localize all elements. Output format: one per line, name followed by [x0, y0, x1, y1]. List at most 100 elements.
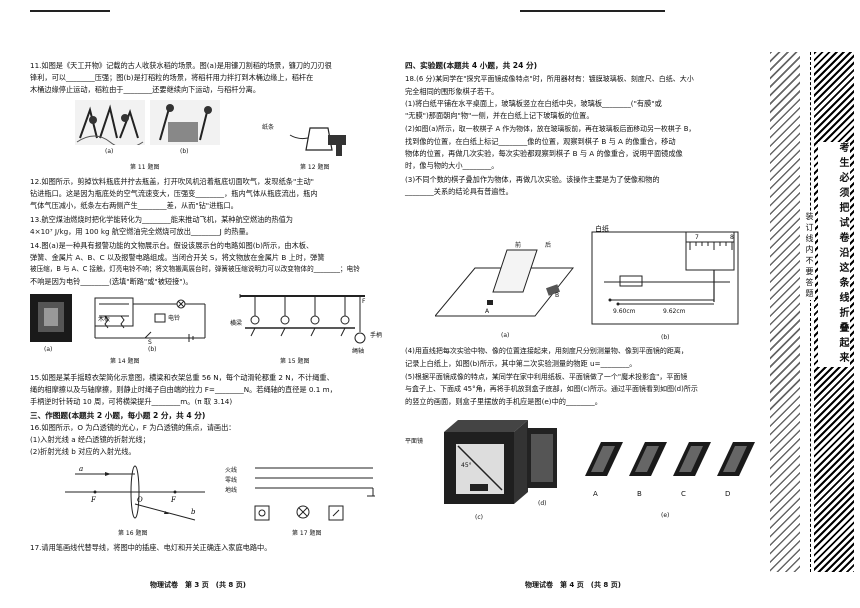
- fig-16-lens-diagram: F F O a b: [65, 465, 205, 521]
- fig-18e-options: [585, 442, 755, 476]
- fig-18e-caption: (e): [661, 512, 670, 519]
- fig-18a-image: [435, 249, 575, 317]
- fig-18b-ruler-8: 8: [730, 234, 734, 241]
- fig-12-image: [289, 127, 346, 156]
- fig-18a-label-front: 前: [515, 242, 522, 249]
- fig-18c-caption: (c): [475, 514, 483, 521]
- q18-line5: (2)如图(a)所示，取一枚棋子 A 作为物体，放在玻璃板前，再在玻璃板后面移动…: [405, 125, 696, 133]
- fig-18a-label-back: 后: [545, 242, 552, 249]
- fig-18c-label-mirror: 平面镜: [405, 438, 424, 445]
- fig-11a-image: [75, 100, 145, 145]
- fig-18a-caption: (a): [501, 332, 510, 339]
- fig-14a-image: [30, 294, 72, 342]
- fig-11-caption: 第 11 题图: [130, 164, 160, 171]
- fig-14b-caption: (b): [148, 346, 157, 353]
- fig-18b-meas-1: 9.60cm: [613, 308, 636, 315]
- q13-line1: 13.航空煤油燃烧时把化学能转化为________能来推动飞机，某种航空燃油的热…: [30, 215, 293, 224]
- fig-11b-image: [150, 100, 220, 145]
- binding-fold-line: [810, 52, 811, 572]
- fig-12-label-paper: 纸条: [262, 124, 275, 131]
- q18-line9: (3)不同个数的棋子叠加作为物体，再做几次实验。该操作主要是为了使像和物的: [405, 175, 660, 184]
- fig-15-label-F: F: [362, 298, 366, 305]
- q14-line1: 14.图(a)是一种具有报警功能的文物展示台。假设该展示台的电路如图(b)所示，…: [30, 241, 314, 250]
- binding-margin: 考生必须把试卷沿这条线折叠起来 装订线内不要答题: [770, 52, 854, 572]
- q13-line2: 4×10⁷ J/kg，用 100 kg 航空燃油完全燃烧可放出________J…: [30, 227, 253, 236]
- svg-text:b: b: [191, 508, 196, 516]
- q15-line2: 绳的相摩擦以及与轴摩擦，则静止时绳子自由端的拉力 F=________N。若绳轴…: [30, 385, 337, 394]
- q11-line1: 11.如图是《天工开物》记载的古人收获水稻的场景。图(a)是用镰刀割稻的场景，镰…: [30, 61, 332, 70]
- fig-18b-meas-2: 9.62cm: [663, 308, 686, 315]
- section-3-heading: 三、作图题(本题共 2 小题，每小题 2 分，共 4 分): [30, 411, 206, 420]
- fig-14b-label-wood: 木板: [98, 316, 111, 323]
- top-rule-left: [30, 10, 110, 12]
- svg-text:F: F: [90, 496, 97, 504]
- fig-14b-label-S: S: [148, 339, 152, 346]
- fig-18a-label-A: A: [485, 308, 490, 315]
- section-4-heading: 四、实验题(本题共 4 小题，共 24 分): [405, 61, 538, 70]
- q11-line2: 锋利，可以________压强；图(b)是打稻粒的场景，将稻杆用力拌打到木桶边缘…: [30, 73, 314, 82]
- q18-line10: ________关系的结论具有普遍性。: [405, 187, 513, 196]
- fig-15-label-rope: 绳轴: [352, 348, 365, 355]
- q12-line2: 钻进瓶口。这是因为瓶底处的空气流速变大，压强变________，瓶内气体从瓶底流…: [30, 189, 318, 198]
- fig-11b-caption: (b): [180, 148, 189, 155]
- fig-17-circuit-diagram: [254, 467, 375, 521]
- q18-line14: 与盒子上、下面成 45°角，再将手机放到盒子底部，如图(c)所示。通过平面镜看到…: [405, 385, 698, 393]
- page-4-footer: 物理试卷 第 4 页 (共 8 页): [525, 581, 621, 589]
- page-3-footer: 物理试卷 第 3 页 (共 8 页): [150, 581, 246, 589]
- q18-line11: (4)用直线把每次实验中物、像的位置连接起来，用刻度尺分别测量物、像到平面镜的距…: [405, 347, 688, 355]
- fig-18b-caption: (b): [661, 334, 670, 341]
- q18-line13: (5)根据平面镜成像的特点，某同学在家中利用纸板、平面镜做了一个"魔术投影盒"，…: [405, 373, 688, 381]
- svg-text:O: O: [137, 496, 143, 504]
- fig-18e-option-C: C: [681, 490, 686, 498]
- fig-18a-label-B: B: [555, 292, 560, 299]
- q14-line3: 被压缩，B 与 A、C 接触，灯亮电铃不响；将文物搬离展台时，弹簧被压缩说明力可…: [30, 265, 360, 273]
- q14-line4: 不响是因为电铃________(选填"断路"或"被短接")。: [30, 277, 193, 286]
- fig-14a-caption: (a): [44, 346, 53, 353]
- fig-15-label-wheel: 手柄: [370, 332, 383, 339]
- binding-no-answer-note: 装订线内不要答题: [803, 212, 815, 300]
- q16-line3: (2)折射光线 b 对应的入射光线。: [30, 447, 136, 456]
- q17-text: 17.请用笔画线代替导线，将图中的插座、电灯和开关正确连入家庭电路中。: [30, 543, 272, 552]
- fig-18e-option-D: D: [725, 490, 731, 498]
- fig-14-caption: 第 14 题图: [110, 358, 140, 365]
- svg-text:a: a: [79, 465, 83, 473]
- binding-hatch-inner: [770, 52, 800, 572]
- fig-18c-label-45: 45°: [461, 462, 472, 469]
- q16-line1: 16.如图所示，O 为凸透镜的光心，F 为凸透镜的焦点，请画出：: [30, 423, 236, 432]
- q12-line3: 气体气压减小，纸条左右两侧产生________差，从而"钻"进瓶口。: [30, 201, 238, 210]
- q16-line2: (1)入射光线 a 经凸透镜的折射光线；: [30, 435, 150, 444]
- fig-18d-image: [527, 428, 557, 488]
- fig-15-image: [239, 294, 366, 344]
- fig-18c-box: [444, 420, 528, 504]
- q15-line3: 手柄逆时针转动 10 周，可将横梁提升________m。(π 取 3.14): [30, 397, 233, 406]
- fig-17-label-zero: 零线: [225, 477, 238, 484]
- q18-line6: 找到像的位置，在白纸上标记________像的位置，观察到棋子 B 与 A 的像…: [405, 137, 676, 146]
- fig-12-caption: 第 12 题图: [300, 164, 330, 171]
- fig-11a-caption: (a): [105, 148, 114, 155]
- fig-18b-image: [591, 231, 739, 325]
- fig-17-label-ground: 地线: [225, 487, 238, 494]
- fig-18e-option-B: B: [637, 490, 642, 498]
- fig-15-label-bar: 横梁: [230, 320, 243, 327]
- fig-14b-label-bell: 电铃: [168, 315, 181, 322]
- q15-line1: 15.如图是某手摇晾衣架简化示意图，横梁和衣架总重 56 N，每个动滑轮都重 2…: [30, 373, 334, 382]
- fig-17-caption: 第 17 题图: [292, 530, 322, 537]
- fig-15-caption: 第 15 题图: [280, 358, 310, 365]
- top-rule-right: [520, 10, 665, 12]
- q18-line15: 的竖立的画面，则盒子里摆放的手机应是图(e)中的________。: [405, 397, 602, 406]
- q12-line1: 12.如图所示，剪掉饮料瓶底并拧去瓶盖，打开吹风机沿着瓶底切面吹气，发现纸条"主…: [30, 177, 314, 186]
- q18-line7: 物体的位置，再做几次实验，每次实验都观察到棋子 B 与 A 的像重合，说明平面镜…: [405, 149, 683, 158]
- fig-16-caption: 第 16 题图: [118, 530, 148, 537]
- q14-line2: 弹簧、金属片 A、B、C 以及报警电路组成。当闭合开关 S，将文物放在金属片 B…: [30, 253, 325, 262]
- q18-line8: 时，像与物的大小________。: [405, 161, 499, 170]
- fig-18b-ruler-7: 7: [695, 234, 699, 241]
- q11-line3: 木桶边缘停止运动，稻粒由于________还要继续向下运动，与稻杆分离。: [30, 85, 261, 94]
- fig-14b-circuit: [94, 297, 206, 342]
- q18-line4: "无膜")那面朝向"物"一侧，并在白纸上记下玻璃板的位置。: [405, 111, 594, 120]
- fig-18d-caption: (d): [538, 500, 547, 507]
- svg-text:F: F: [170, 496, 177, 504]
- fig-18b-label-paper: 白纸: [595, 225, 609, 233]
- q18-line2: 完全相同的围形象棋子若干。: [405, 87, 499, 96]
- q18-line3: (1)将白纸平铺在水平桌面上，玻璃板竖立在白纸中央，玻璃板________("有…: [405, 99, 662, 108]
